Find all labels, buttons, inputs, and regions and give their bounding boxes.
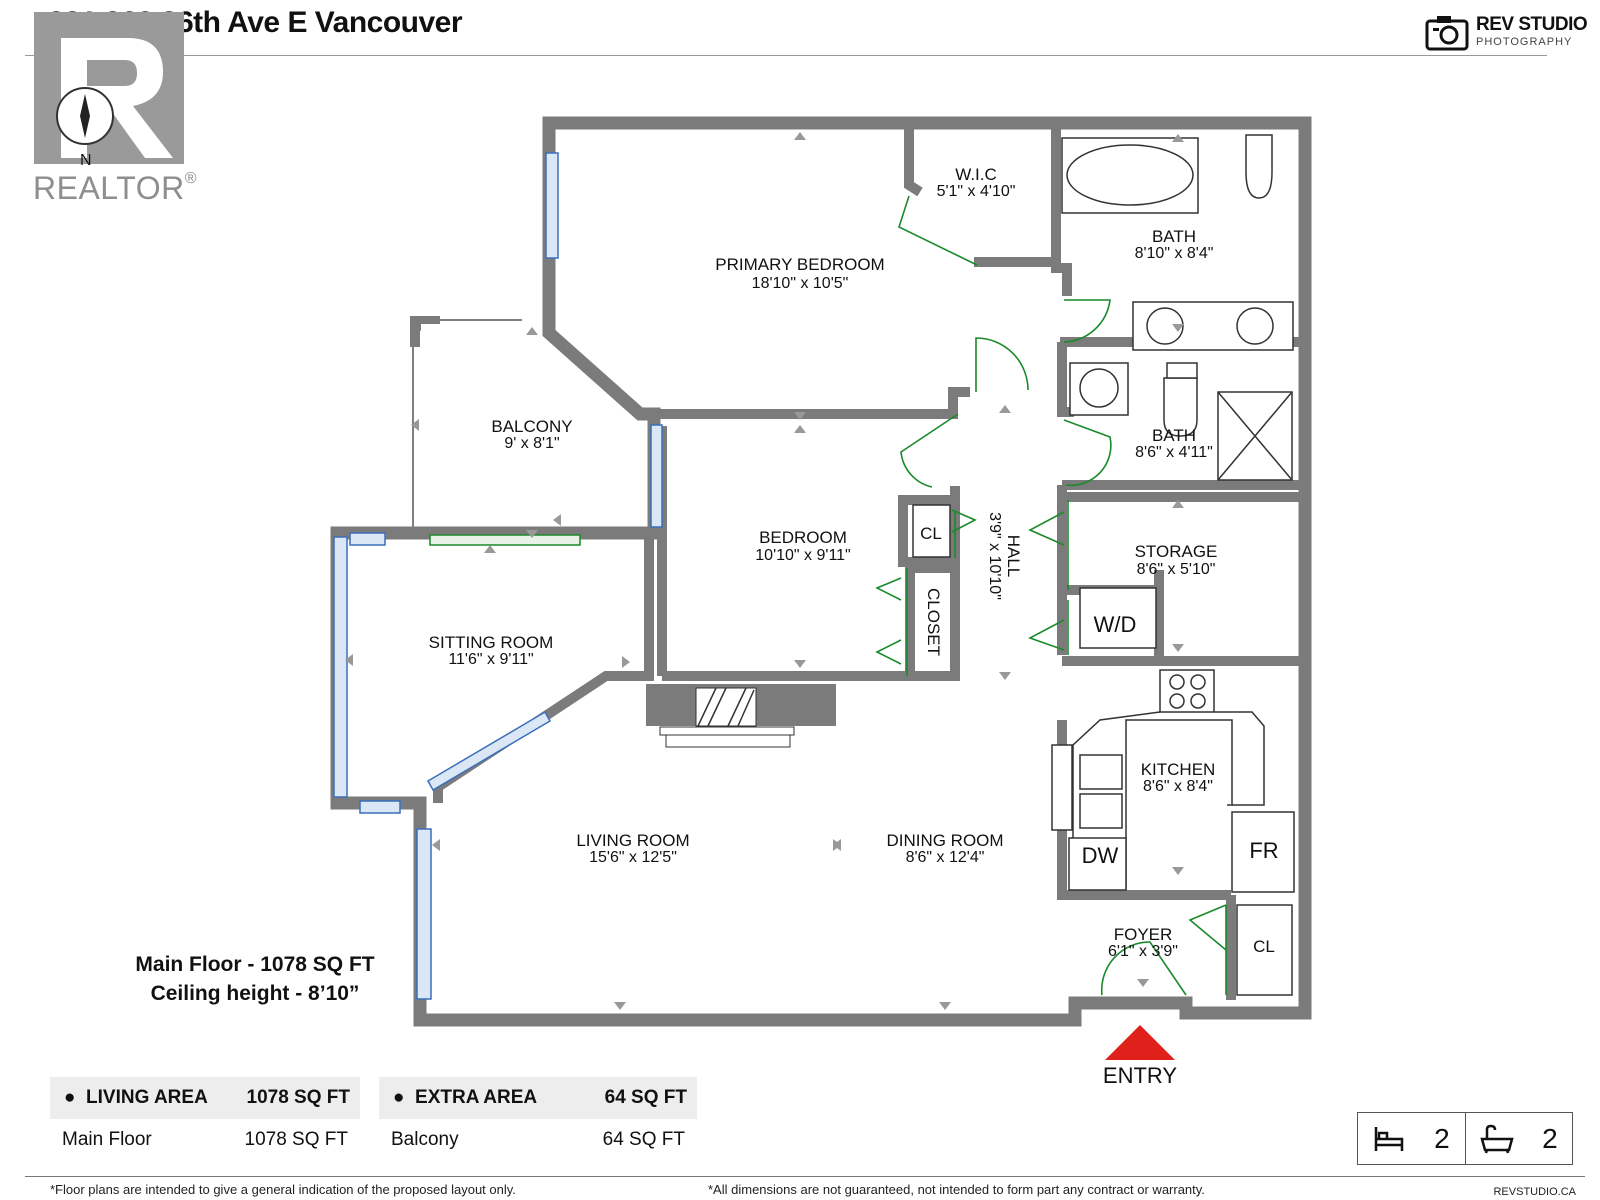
footer-disclaimer-center: *All dimensions are not guaranteed, not … — [708, 1182, 1205, 1197]
room-dimensions: 8'6" x 5'10" — [1137, 561, 1216, 578]
room-dimensions: 18'10" x 10'5" — [752, 275, 849, 292]
washer-dryer — [1079, 587, 1157, 649]
washer-dryer-label: W/D — [1094, 612, 1137, 637]
fireplace-hearth — [659, 726, 795, 736]
balcony-value: 64 SQ FT — [602, 1129, 685, 1150]
dimension-markers — [345, 132, 1184, 1010]
room-dimensions: 15'6" x 12'5" — [589, 849, 677, 866]
compass-north-label: N — [80, 152, 92, 169]
living-area-table: ● LIVING AREA 1078 SQ FT Main Floor 1078… — [50, 1077, 360, 1159]
room-dimensions: 9' x 8'1" — [504, 435, 559, 452]
bed-icon — [1374, 1126, 1403, 1151]
room-name: BATH — [1152, 426, 1196, 445]
sink-small — [1079, 368, 1119, 408]
room-dimensions: 10'10" x 9'11" — [755, 547, 850, 564]
kitchen-counter — [1072, 711, 1265, 840]
extra-area-total: 64 SQ FT — [604, 1087, 687, 1108]
shower-lines — [1217, 391, 1293, 481]
toilet-tank — [1166, 362, 1198, 379]
balcony-post — [410, 316, 440, 347]
room-dimensions: 8'6" x 8'4" — [1143, 778, 1213, 795]
dishwasher — [1068, 837, 1127, 891]
compass-icon: N — [56, 87, 114, 169]
bathtub-icon — [1480, 1124, 1514, 1153]
fridge — [1231, 811, 1295, 893]
balcony-slider — [429, 534, 581, 546]
stove — [1159, 669, 1215, 713]
bed-bath-counts: 2 2 — [1357, 1112, 1573, 1165]
room-name: DINING ROOM — [886, 831, 1003, 850]
bullet: ● — [64, 1087, 76, 1108]
room-name: FOYER — [1114, 925, 1173, 944]
brand-subtitle: PHOTOGRAPHY — [1476, 36, 1573, 48]
header-divider — [25, 55, 1547, 56]
balcony-label: Balcony — [391, 1129, 459, 1150]
fixture-labels: CL CL CLOSET W/D DW FR ENTRY — [920, 524, 1279, 1088]
main-floor-value: 1078 SQ FT — [244, 1129, 349, 1150]
kitchen-sink — [1079, 754, 1123, 790]
room-name: KITCHEN — [1141, 760, 1216, 779]
room-dimensions: 8'6" x 4'11" — [1135, 444, 1213, 461]
living-area-label: LIVING AREA — [86, 1087, 208, 1108]
sink — [1236, 307, 1274, 345]
camera-icon — [1425, 16, 1469, 51]
room-name: PRIMARY BEDROOM — [715, 255, 884, 274]
room-dimensions: 5'1" x 4'10" — [937, 183, 1016, 200]
room-name: HALL — [1004, 535, 1023, 578]
realtor-watermark: N REALTOR® — [33, 8, 203, 208]
footer-divider — [25, 1176, 1585, 1177]
fireplace-box — [695, 687, 757, 727]
bath-count: 2 — [1542, 1122, 1558, 1154]
sink — [1146, 307, 1184, 345]
brand-name: REV STUDIO — [1476, 14, 1588, 35]
footer-disclaimer-left: *Floor plans are intended to give a gene… — [50, 1182, 516, 1197]
bathtub — [1066, 144, 1194, 206]
bullet: ● — [393, 1087, 405, 1108]
ceiling-height: Ceiling height - 8’10” — [150, 982, 360, 1005]
fridge-label: FR — [1249, 838, 1278, 863]
room-dimensions: 3'9" x 10'10" — [986, 512, 1003, 600]
closet-label: CL — [920, 524, 942, 543]
room-name: LIVING ROOM — [576, 831, 689, 850]
windows — [333, 152, 663, 1000]
footer-website: REVSTUDIO.CA — [1493, 1186, 1576, 1198]
toilet — [1245, 134, 1273, 199]
room-dimensions: 8'10" x 8'4" — [1135, 245, 1214, 262]
entry-label: ENTRY — [1103, 1063, 1177, 1088]
door-swings — [875, 195, 1227, 996]
closet-label: CLOSET — [924, 588, 943, 656]
bed-count: 2 — [1434, 1122, 1450, 1154]
room-dimensions: 6'1" x 3'9" — [1108, 943, 1178, 960]
rev-studio-logo: REV STUDIO PHOTOGRAPHY — [1424, 12, 1588, 54]
dishwasher-label: DW — [1082, 843, 1119, 868]
realtor-r-logo — [34, 12, 184, 164]
extra-area-label: EXTRA AREA — [415, 1087, 538, 1108]
main-floor-label: Main Floor — [62, 1129, 152, 1150]
room-name: W.I.C — [955, 165, 997, 184]
extra-area-table: ● EXTRA AREA 64 SQ FT Balcony 64 SQ FT — [379, 1077, 697, 1159]
fixtures — [912, 134, 1295, 996]
floor-area: Main Floor - 1078 SQ FT — [135, 953, 375, 976]
counter-ext — [1051, 744, 1073, 831]
room-labels: PRIMARY BEDROOM 18'10" x 10'5" W.I.C 5'1… — [429, 165, 1218, 960]
floor-summary: Main Floor - 1078 SQ FT Ceiling height -… — [120, 950, 390, 1008]
room-dimensions: 11'6" x 9'11" — [448, 651, 533, 668]
realtor-registered-mark: ® — [184, 170, 197, 187]
closet-label: CL — [1253, 937, 1275, 956]
closet-cl — [1236, 904, 1293, 996]
living-area-total: 1078 SQ FT — [246, 1087, 351, 1108]
realtor-text: REALTOR — [33, 170, 185, 206]
entry-arrow-icon — [1105, 1025, 1175, 1060]
room-name: BATH — [1152, 227, 1196, 246]
room-name: STORAGE — [1135, 542, 1218, 561]
room-name: BEDROOM — [759, 528, 847, 547]
toilet-2 — [1163, 377, 1198, 437]
room-dimensions: 8'6" x 12'4" — [906, 849, 985, 866]
room-name: BALCONY — [491, 417, 572, 436]
closet-cl-bedroom — [912, 504, 951, 558]
room-name: SITTING ROOM — [429, 633, 554, 652]
